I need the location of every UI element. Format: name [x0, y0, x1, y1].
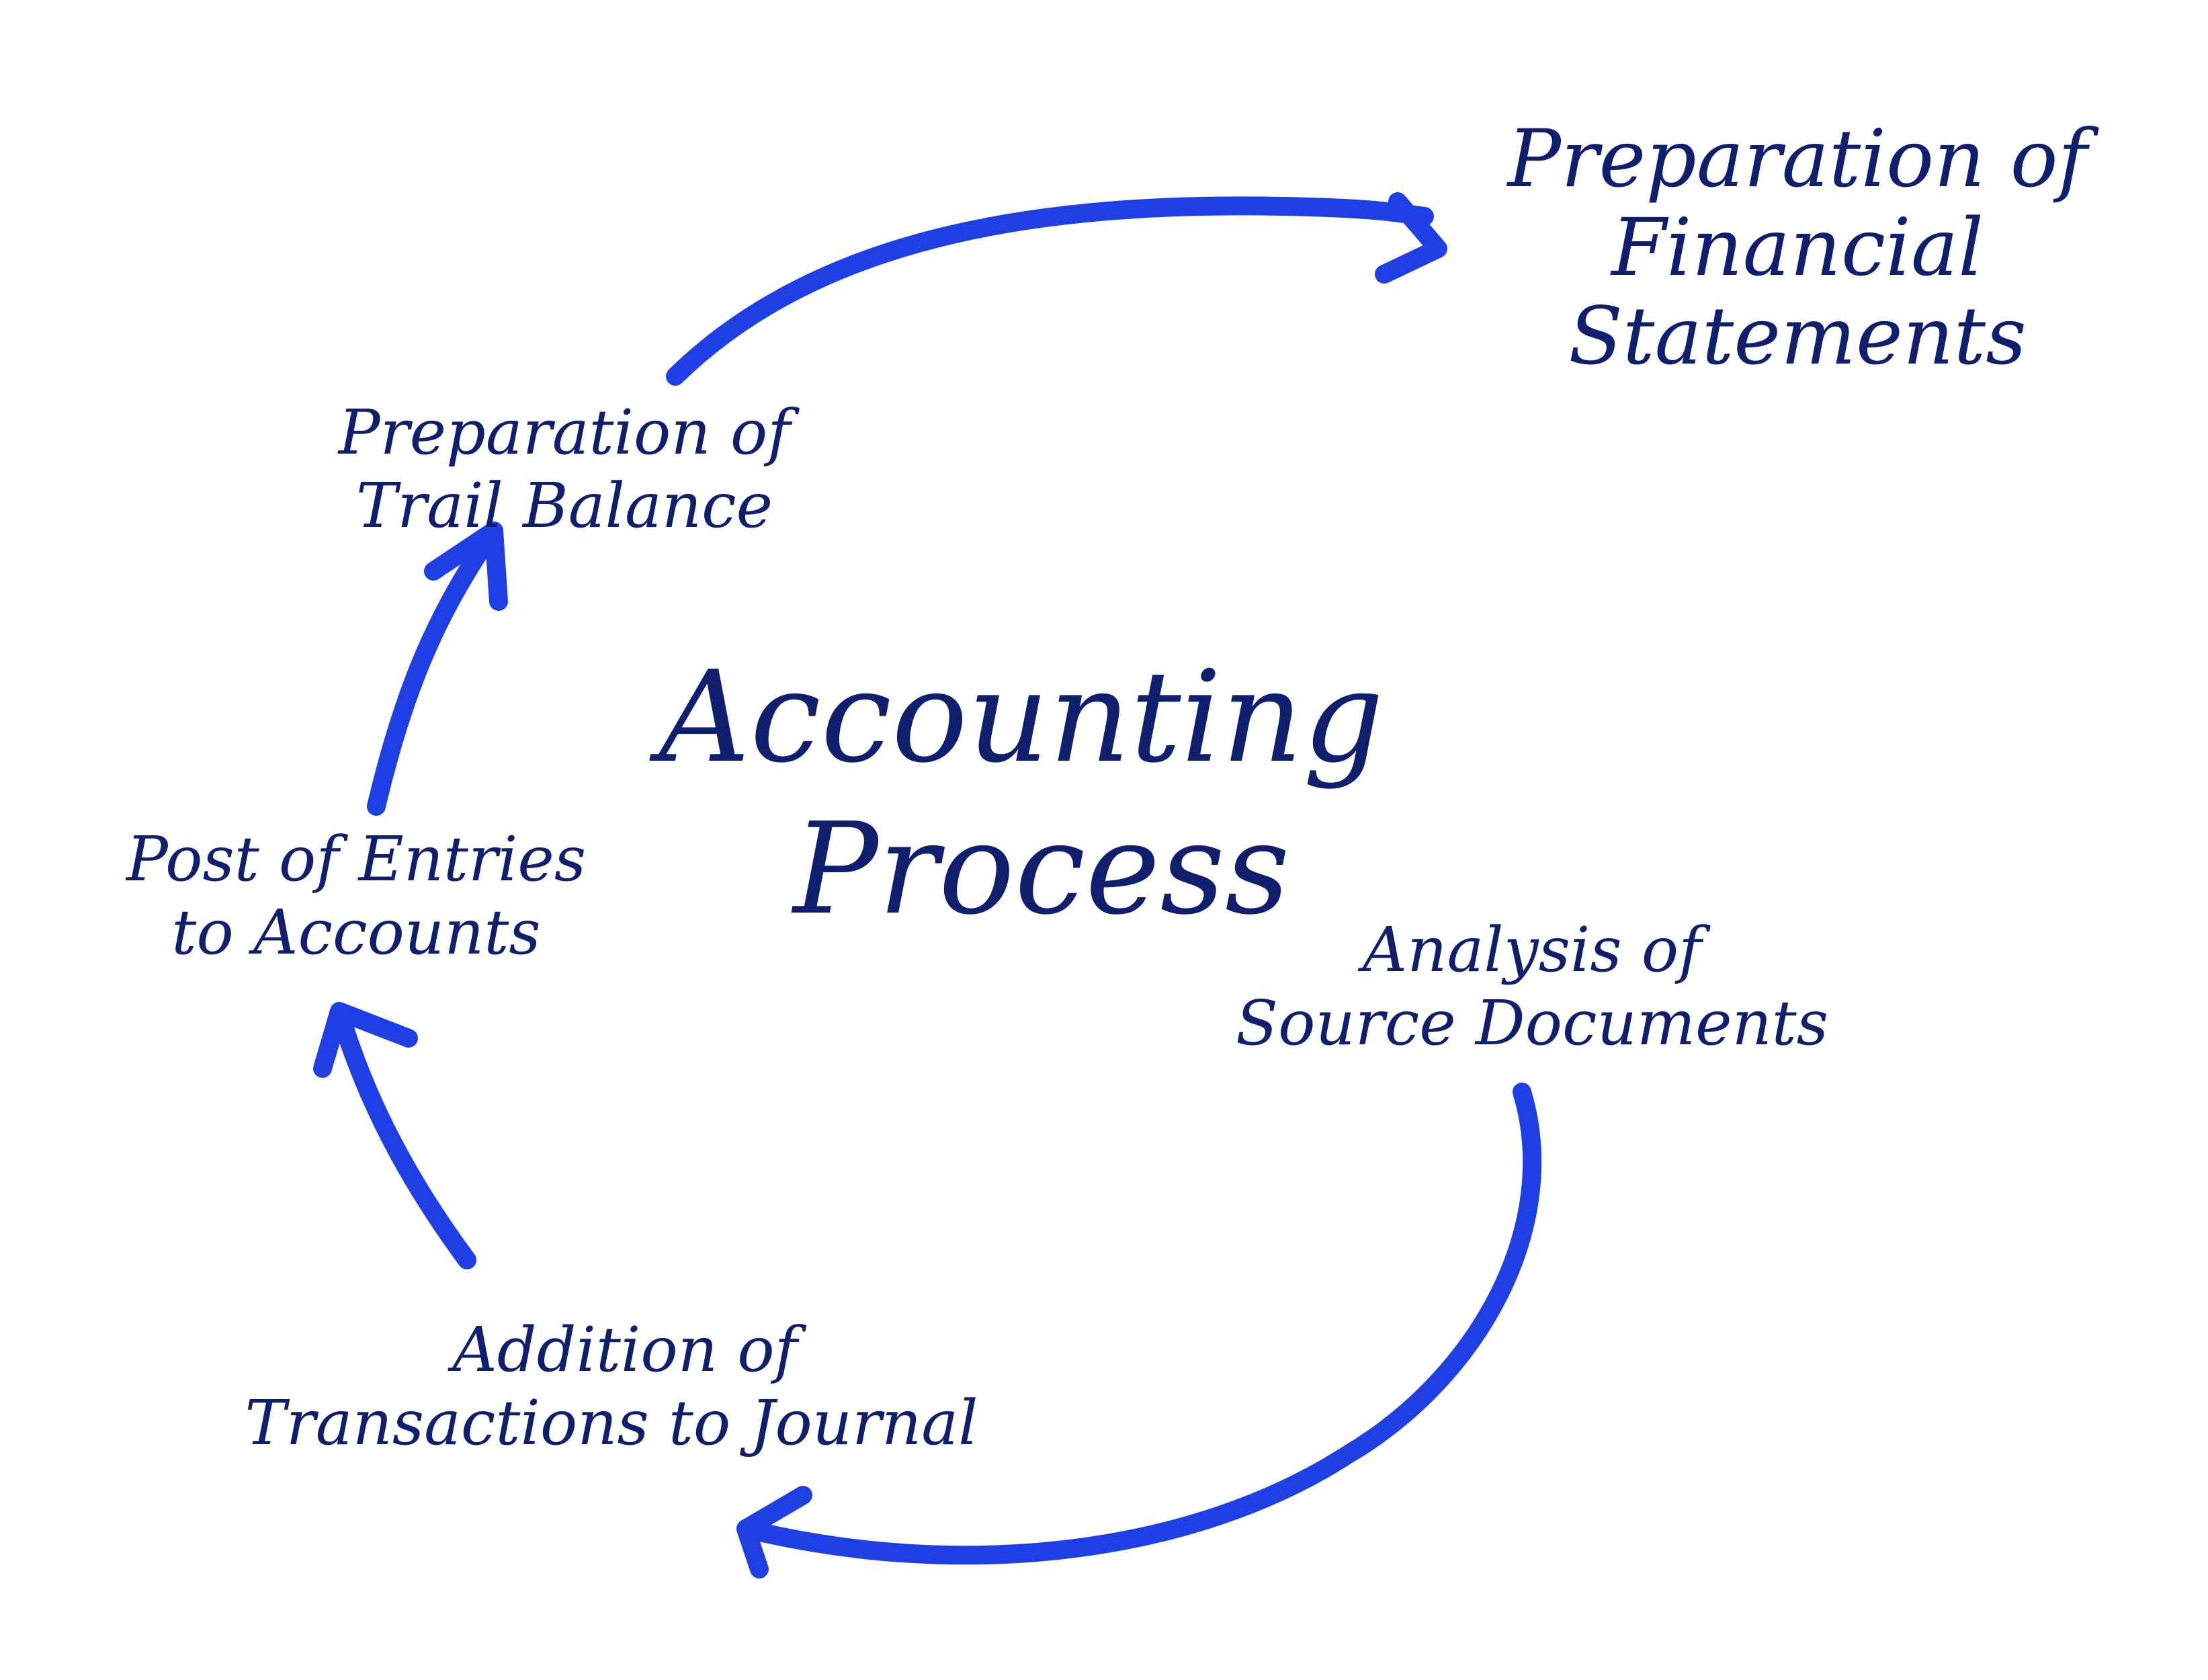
financial-statements-line-1: Preparation of [1507, 112, 2088, 205]
source-documents-line-1: Analysis of [1362, 914, 1702, 986]
arrow-post-entries-to-trail-balance [367, 521, 508, 816]
transactions-journal-line-1: Addition of [452, 1314, 798, 1386]
trail-balance-line-2: Trail Balance [355, 469, 773, 542]
post-entries-line-1: Post of Entries [126, 823, 587, 895]
post-entries-line-2: to Accounts [171, 896, 541, 968]
financial-statements-line-2: Financial [1611, 201, 1984, 294]
arrow-source-documents-to-transactions [736, 1083, 1542, 1579]
step-trail-balance: Preparation of Trail Balance [269, 396, 860, 542]
step-financial-statements: Preparation of Financial Statements [1445, 112, 2150, 383]
step-source-documents: Analysis of Source Documents [1156, 914, 1908, 1060]
title-line-2: Process [793, 795, 1290, 943]
diagram-title: Accounting Process [608, 642, 1435, 945]
transactions-journal-line-2: Transactions to Journal [245, 1386, 978, 1459]
step-transactions-journal: Addition of Transactions to Journal [128, 1314, 1095, 1460]
arrow-trail-balance-to-financial-statements [666, 192, 1447, 386]
arrow-transactions-to-post-entries [313, 1002, 476, 1269]
step-post-entries: Post of Entries to Accounts [67, 823, 645, 969]
trail-balance-line-1: Preparation of [338, 396, 791, 468]
source-documents-line-2: Source Documents [1236, 986, 1828, 1059]
financial-statements-line-3: Statements [1568, 290, 2027, 383]
title-line-1: Accounting [659, 644, 1384, 791]
